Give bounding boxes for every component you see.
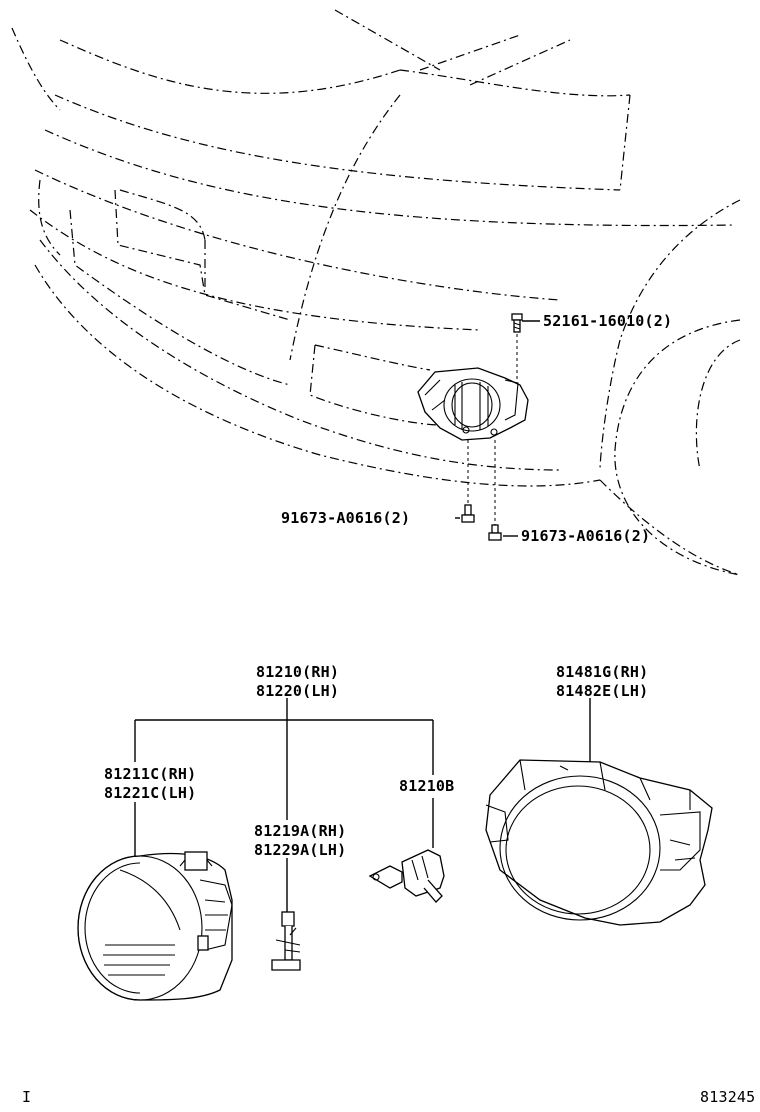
- callout-bracket-81210: [134, 698, 591, 912]
- fog-lamp-installed-illustration: [417, 367, 529, 441]
- label-fog-lamp-lh: 81220(LH): [256, 682, 339, 700]
- label-bulb: 81210B: [399, 777, 454, 795]
- label-screw-left: 91673-A0616(2): [281, 509, 410, 527]
- bulb-81210b: [368, 849, 445, 903]
- vehicle-front-outline: [11, 9, 741, 576]
- label-bolt-52161: 52161-16010(2): [543, 312, 672, 330]
- label-screw-right: 91673-A0616(2): [521, 527, 650, 545]
- footer-left-mark: I: [22, 1088, 31, 1106]
- screw-left-icon: [455, 440, 475, 523]
- socket-81219a: [271, 911, 301, 971]
- fog-lamp-cover-81481g: [485, 759, 713, 926]
- label-lens-rh: 81211C(RH): [104, 765, 196, 783]
- label-socket-rh: 81219A(RH): [254, 822, 346, 840]
- label-fog-lamp-rh: 81210(RH): [256, 663, 339, 681]
- screw-right-icon: [488, 440, 518, 541]
- label-lens-lh: 81221C(LH): [104, 784, 196, 802]
- label-cover-lh: 81482E(LH): [556, 682, 648, 700]
- bolt-52161-icon: [511, 313, 540, 380]
- label-socket-lh: 81229A(LH): [254, 841, 346, 859]
- fog-lamp-lens-81211c: [77, 851, 233, 1001]
- illustration-number: 813245: [700, 1088, 755, 1106]
- label-cover-rh: 81481G(RH): [556, 663, 648, 681]
